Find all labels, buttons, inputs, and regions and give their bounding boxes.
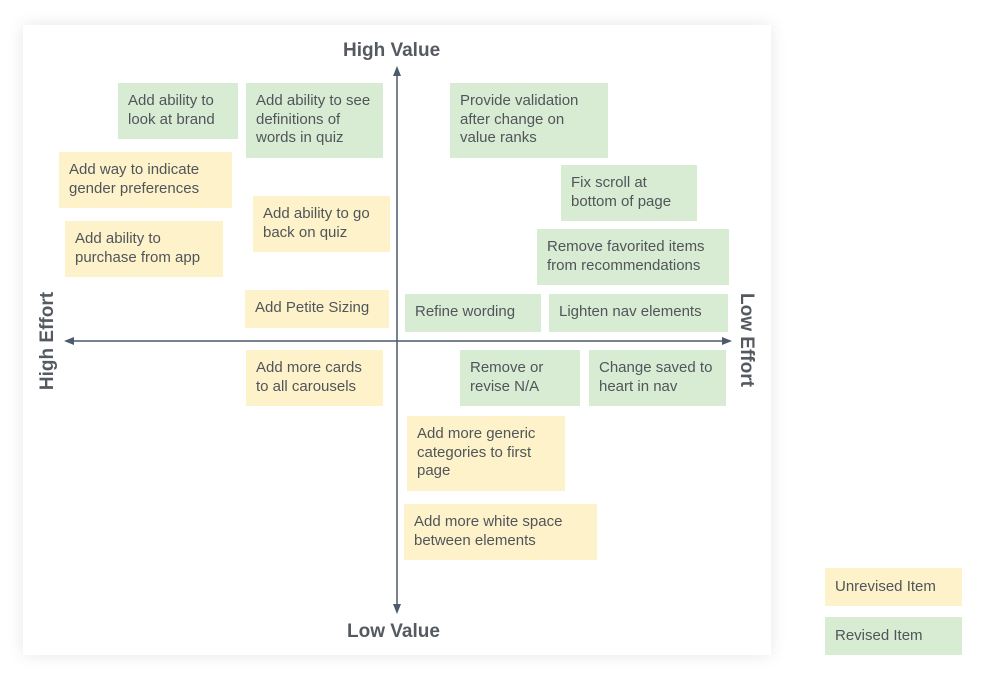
sticky-note[interactable]: Add more cards to all carousels <box>246 350 383 406</box>
axis-label-low-value: Low Value <box>347 621 440 642</box>
sticky-note[interactable]: Fix scroll at bottom of page <box>561 165 697 221</box>
arrow-down-icon <box>393 604 401 614</box>
sticky-note[interactable]: Refine wording <box>405 294 541 332</box>
sticky-note[interactable]: Change saved to heart in nav <box>589 350 726 406</box>
sticky-note[interactable]: Add ability to go back on quiz <box>253 196 390 252</box>
sticky-note[interactable]: Add way to indicate gender preferences <box>59 152 232 208</box>
sticky-note[interactable]: Lighten nav elements <box>549 294 728 332</box>
axis-label-low-effort: Low Effort <box>736 293 757 387</box>
sticky-note[interactable]: Remove favorited items from recommendati… <box>537 229 729 285</box>
sticky-note[interactable]: Add ability to see definitions of words … <box>246 83 383 158</box>
sticky-note[interactable]: Remove or revise N/A <box>460 350 580 406</box>
axis-label-high-value: High Value <box>343 40 441 61</box>
arrow-left-icon <box>64 337 74 345</box>
sticky-note[interactable]: Provide validation after change on value… <box>450 83 608 158</box>
sticky-note[interactable]: Add ability to look at brand <box>118 83 238 139</box>
axis-label-high-effort: High Effort <box>37 291 58 391</box>
legend-unrevised: Unrevised Item <box>825 568 962 606</box>
sticky-note[interactable]: Add Petite Sizing <box>245 290 389 328</box>
legend-revised: Revised Item <box>825 617 962 655</box>
sticky-note[interactable]: Add more generic categories to first pag… <box>407 416 565 491</box>
sticky-note[interactable]: Add ability to purchase from app <box>65 221 223 277</box>
arrow-up-icon <box>393 66 401 76</box>
sticky-note[interactable]: Add more white space between elements <box>404 504 597 560</box>
arrow-right-icon <box>722 337 732 345</box>
